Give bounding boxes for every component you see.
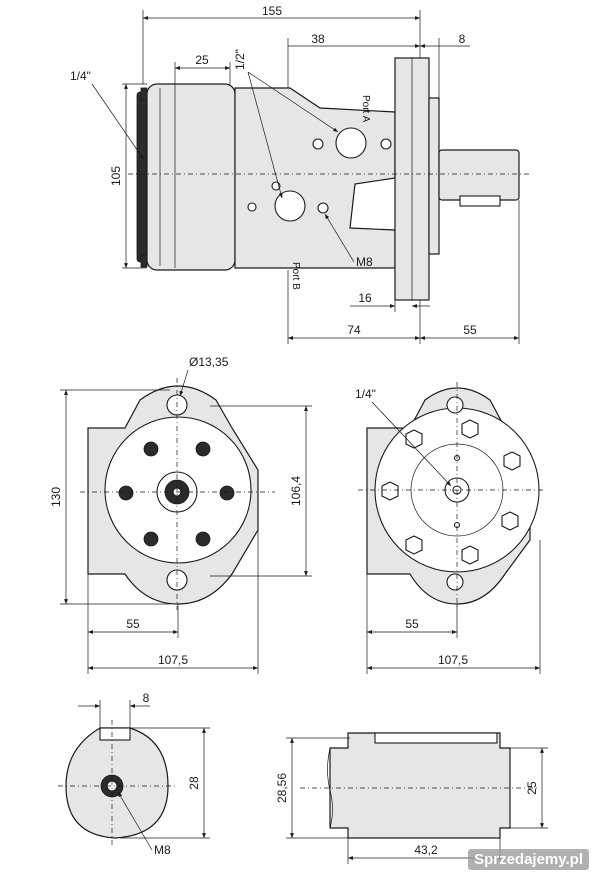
label-port-a: Port A — [360, 95, 371, 123]
shaft-key — [459, 195, 501, 207]
dim-flange-offset: 16 — [358, 291, 372, 305]
rear-view: 1/4" 55 107,5 — [355, 382, 545, 674]
bolt-icon — [118, 485, 134, 501]
bolt-icon — [143, 441, 159, 457]
label-port-thread: 1/2" — [233, 49, 247, 70]
dim-rear-half-width: 55 — [405, 617, 419, 631]
dim-front-width: 107,5 — [158, 653, 188, 667]
label-rear-drain-thread: 1/4" — [355, 387, 376, 401]
dim-hole-diameter: Ø13,35 — [189, 355, 229, 369]
rear-bolt-heads — [381, 419, 521, 565]
port-b-icon — [274, 190, 306, 222]
shaft-end-view: 8 28 M8 — [58, 691, 210, 857]
label-port-b: Port B — [290, 262, 301, 290]
bolt-icon — [219, 485, 235, 501]
flange-hole-icon — [446, 573, 464, 591]
bolt-head-icon — [140, 254, 148, 268]
dim-key: 8 — [143, 691, 150, 705]
hex-bolt-icon — [501, 511, 519, 531]
dim-rear-width: 107,5 — [438, 653, 468, 667]
key-slot — [99, 727, 131, 741]
dim-side-shaft-height: 28,56 — [275, 773, 289, 803]
flange-hole-icon — [446, 396, 464, 414]
bolt-hole-icon — [317, 202, 329, 214]
dim-key-length: 43,2 — [414, 843, 438, 857]
output-shaft — [438, 149, 520, 201]
hex-bolt-icon — [503, 451, 521, 471]
flange-pilot — [428, 97, 440, 255]
dim-body-to-flange: 74 — [347, 323, 361, 337]
hex-bolt-icon — [461, 419, 479, 439]
hex-bolt-icon — [461, 545, 479, 565]
bolt-icon — [195, 441, 211, 457]
bolt-hole-icon — [312, 138, 324, 150]
shaft-side-view: 28,56 25 43,2 — [275, 732, 548, 864]
dim-pilot: 106,4 — [289, 476, 303, 506]
dim-end-cap: 25 — [195, 53, 209, 67]
dim-port-offset: 38 — [311, 32, 325, 46]
side-view: 155 38 8 25 1/4" 1/2" Port A Port B 105 … — [70, 4, 530, 344]
bolt-hole-icon — [247, 202, 257, 212]
dim-total-length: 155 — [262, 4, 282, 18]
dim-shaft-diameter: 25 — [525, 781, 539, 795]
bolt-icon — [195, 531, 211, 547]
bolt-head-icon — [140, 87, 148, 101]
shaft-side-outline — [329, 732, 511, 839]
dim-front-half-width: 55 — [126, 617, 140, 631]
hex-bolt-icon — [405, 535, 423, 555]
watermark-logo: Sprzedajemy.pl — [468, 849, 589, 870]
front-view: Ø13,35 130 106,4 55 107,5 — [49, 355, 312, 674]
port-a-icon — [335, 127, 367, 159]
dim-flange-thickness: 8 — [459, 32, 466, 46]
bolt-hole-icon — [380, 138, 392, 150]
hex-bolt-icon — [405, 429, 423, 449]
dim-front-height: 130 — [49, 487, 63, 507]
hex-bolt-icon — [381, 481, 399, 501]
bolt-icon — [143, 531, 159, 547]
dim-height: 105 — [109, 166, 123, 186]
label-end-thread: M8 — [154, 843, 171, 857]
dim-shaft-length: 55 — [463, 323, 477, 337]
shaft-key-side — [374, 732, 498, 744]
dim-end-shaft-height: 28 — [187, 776, 201, 790]
label-drain-thread: 1/4" — [70, 69, 91, 83]
label-mount-thread: M8 — [356, 255, 373, 269]
